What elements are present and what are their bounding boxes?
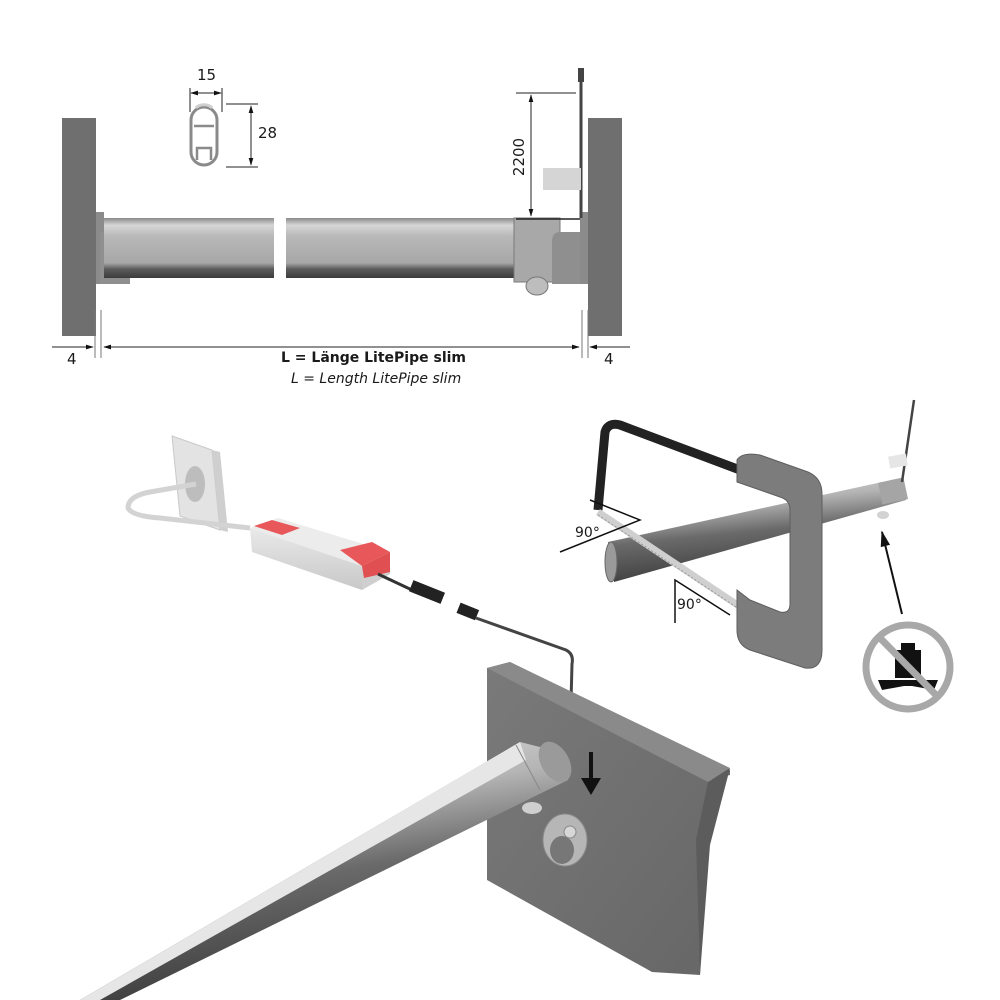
cable-length-label: 2200: [510, 137, 529, 177]
connector-socket: [456, 602, 480, 621]
connector-plug: [408, 580, 446, 604]
top-elevation-drawing: [52, 68, 630, 358]
led-tube: [80, 741, 572, 1000]
saw-cutting-drawing: [559, 399, 954, 713]
wall-socket: [125, 435, 251, 532]
caption-german: L = Länge LitePipe slim: [281, 350, 467, 366]
angle-label-bottom: 90°: [677, 597, 702, 613]
no-weight-load-icon: [862, 621, 954, 713]
mounting-drawing: [80, 435, 730, 1000]
motion-sensor: [525, 276, 549, 296]
profile-height-label: 28: [258, 124, 278, 142]
right-wall: [588, 118, 622, 336]
angle-label-top: 90°: [575, 525, 600, 541]
side-panel: [487, 662, 730, 975]
tube-segment-left: [104, 218, 274, 278]
gap-right-label: 4: [604, 350, 614, 368]
power-supply: [250, 518, 390, 590]
profile-cross-section: [189, 103, 219, 167]
cable-label: [543, 168, 581, 190]
down-arrow-icon: [581, 752, 601, 795]
profile-width-label: 15: [197, 66, 217, 84]
tube-segment-right: [286, 218, 516, 278]
rail-holder: [542, 813, 588, 867]
gap-left-label: 4: [67, 350, 77, 368]
left-wall: [62, 118, 96, 336]
caption-english: L = Length LitePipe slim: [291, 371, 462, 387]
